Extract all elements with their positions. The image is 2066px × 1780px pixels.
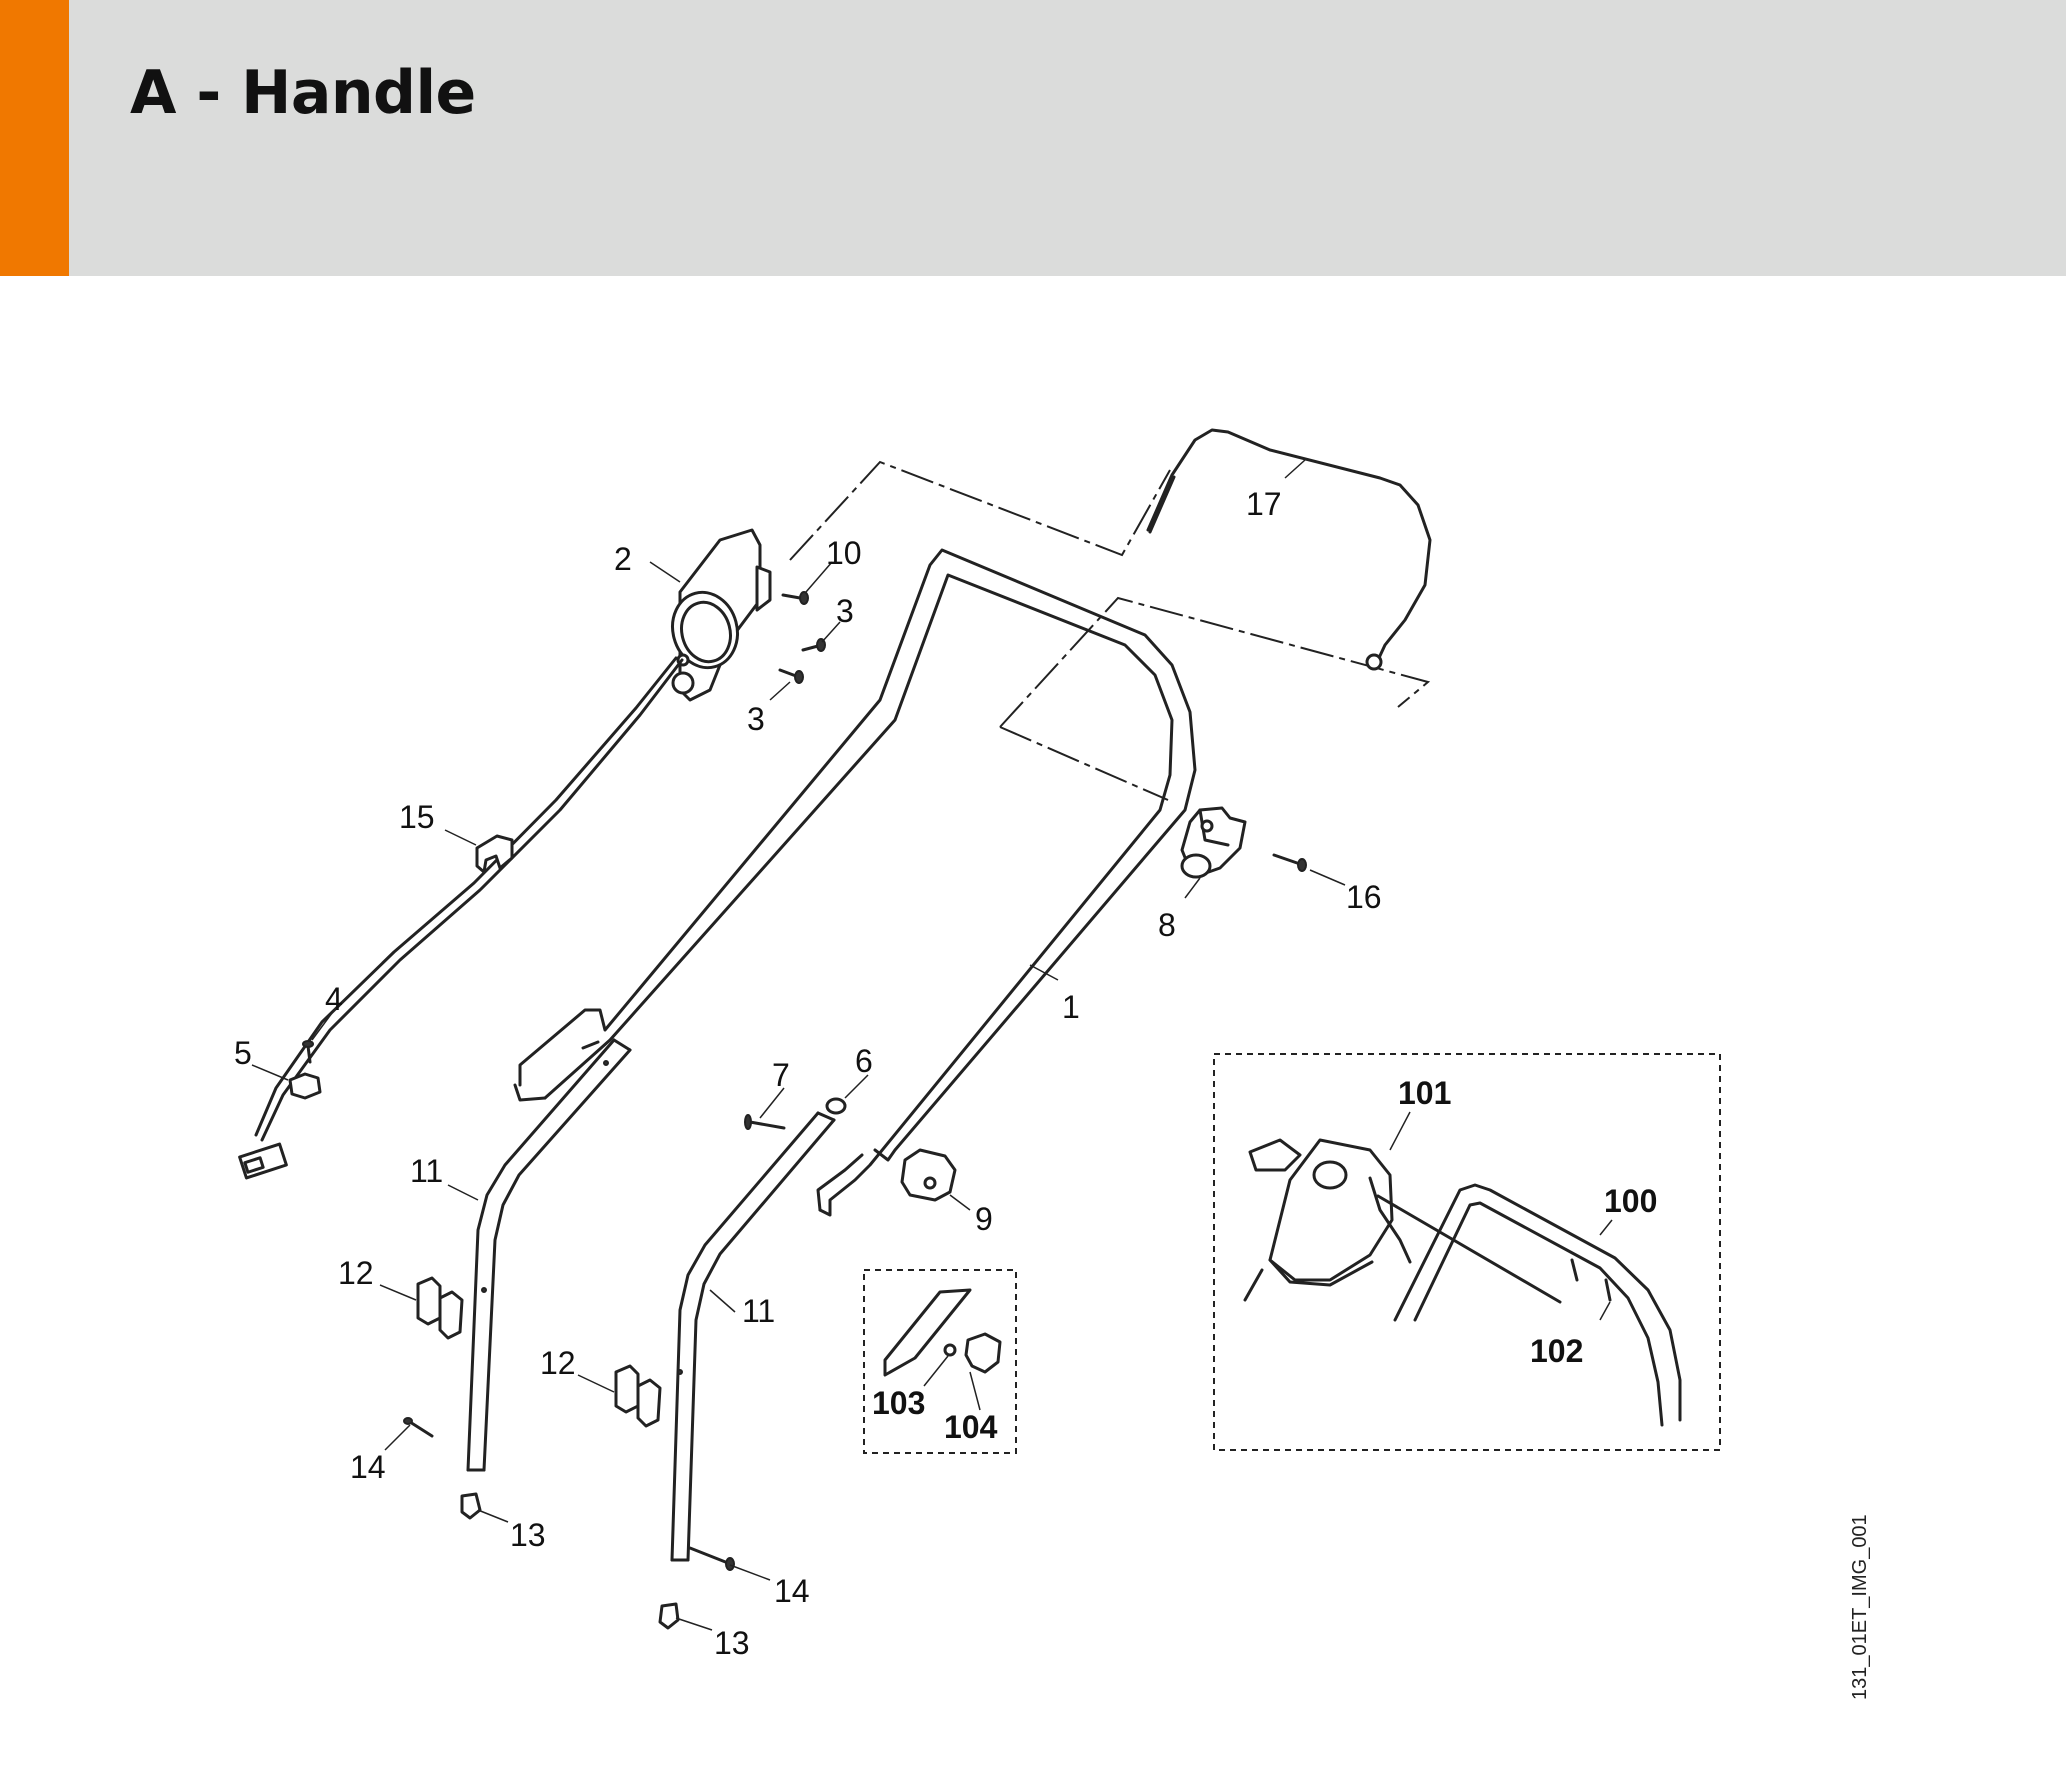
housing-screws <box>778 591 826 684</box>
handle-hole <box>581 1040 600 1050</box>
callout-17: 17 <box>1246 486 1282 522</box>
header-band: A - Handle <box>0 0 2066 276</box>
part-101-switch-box <box>1268 1138 1394 1282</box>
callout-5: 5 <box>234 1035 252 1071</box>
part-102-screw-b <box>1604 1278 1612 1302</box>
callout-labels: 1 2 3 3 4 5 6 7 8 9 10 11 11 12 12 13 13… <box>234 486 1657 1661</box>
callout-102: 102 <box>1530 1333 1583 1369</box>
part-11-lower-tube-left <box>466 1038 632 1472</box>
part-9-knob <box>900 1148 957 1202</box>
part-3-screw-lower <box>778 668 798 678</box>
callout-6: 6 <box>855 1043 873 1079</box>
callout-13b: 13 <box>714 1625 750 1661</box>
callout-4: 4 <box>325 981 343 1017</box>
assembly-line-upper <box>789 460 1171 561</box>
callout-7: 7 <box>772 1057 790 1093</box>
bail-eyelet <box>1365 653 1383 671</box>
callout-16: 16 <box>1346 879 1382 915</box>
callout-1: 1 <box>1062 989 1080 1025</box>
part-103-washer <box>943 1343 957 1357</box>
callout-12b: 12 <box>540 1345 576 1381</box>
leader-lines <box>251 459 1613 1631</box>
callout-3b: 3 <box>747 701 765 737</box>
callout-104: 104 <box>944 1409 998 1445</box>
inset-box-100-101-102 <box>1213 1053 1721 1451</box>
part-15-cable-clip <box>475 834 514 874</box>
accent-bar <box>0 0 69 276</box>
callout-103: 103 <box>872 1385 925 1421</box>
part-1-upper-handle <box>513 548 1197 1217</box>
callout-3a: 3 <box>836 593 854 629</box>
part-16-screw <box>1272 853 1307 872</box>
part-4-5-clamp <box>288 1040 322 1100</box>
callout-11b: 11 <box>742 1293 775 1329</box>
part-11-lower-tube-right <box>670 1111 836 1562</box>
part-12-clip-right <box>614 1364 662 1428</box>
part-10-screw <box>781 593 802 600</box>
assembly-line-lower <box>999 596 1431 728</box>
callout-8: 8 <box>1158 907 1176 943</box>
callout-2: 2 <box>614 541 632 577</box>
assembly-lines <box>789 460 1431 801</box>
part-14-screw-left <box>403 1417 434 1438</box>
part-7-bolt <box>744 1114 786 1130</box>
page-title: A - Handle <box>130 58 476 128</box>
callout-100: 100 <box>1604 1183 1657 1219</box>
part-17-control-bail <box>1146 428 1432 671</box>
figure-reference-code: 131_01ET_IMG_001 <box>1849 1514 1871 1700</box>
callout-10: 10 <box>826 535 862 571</box>
part-13-end-cap-right <box>658 1602 680 1630</box>
callout-14a: 14 <box>350 1449 386 1485</box>
part-14-screw-right <box>688 1546 735 1571</box>
part-3-screw-upper <box>801 644 820 652</box>
callout-14b: 14 <box>774 1573 810 1609</box>
callout-101: 101 <box>1398 1075 1451 1111</box>
part-104-knob <box>964 1332 1002 1374</box>
part-12-clip-left <box>416 1276 464 1340</box>
part-102-screw-a <box>1570 1258 1579 1282</box>
callout-13a: 13 <box>510 1517 546 1553</box>
callout-15: 15 <box>399 799 435 835</box>
callout-11a: 11 <box>410 1153 443 1189</box>
switch-cable <box>238 656 684 1180</box>
callout-12a: 12 <box>338 1255 374 1291</box>
part-13-end-cap-left <box>460 1492 482 1520</box>
part-8-switch-block <box>1180 806 1247 879</box>
inset-box-103-104 <box>863 1269 1017 1454</box>
assembly-line-to-switch <box>999 726 1169 801</box>
callout-9: 9 <box>975 1201 993 1237</box>
part-2-switch-housing <box>671 528 772 702</box>
part-6-washer <box>825 1097 847 1115</box>
